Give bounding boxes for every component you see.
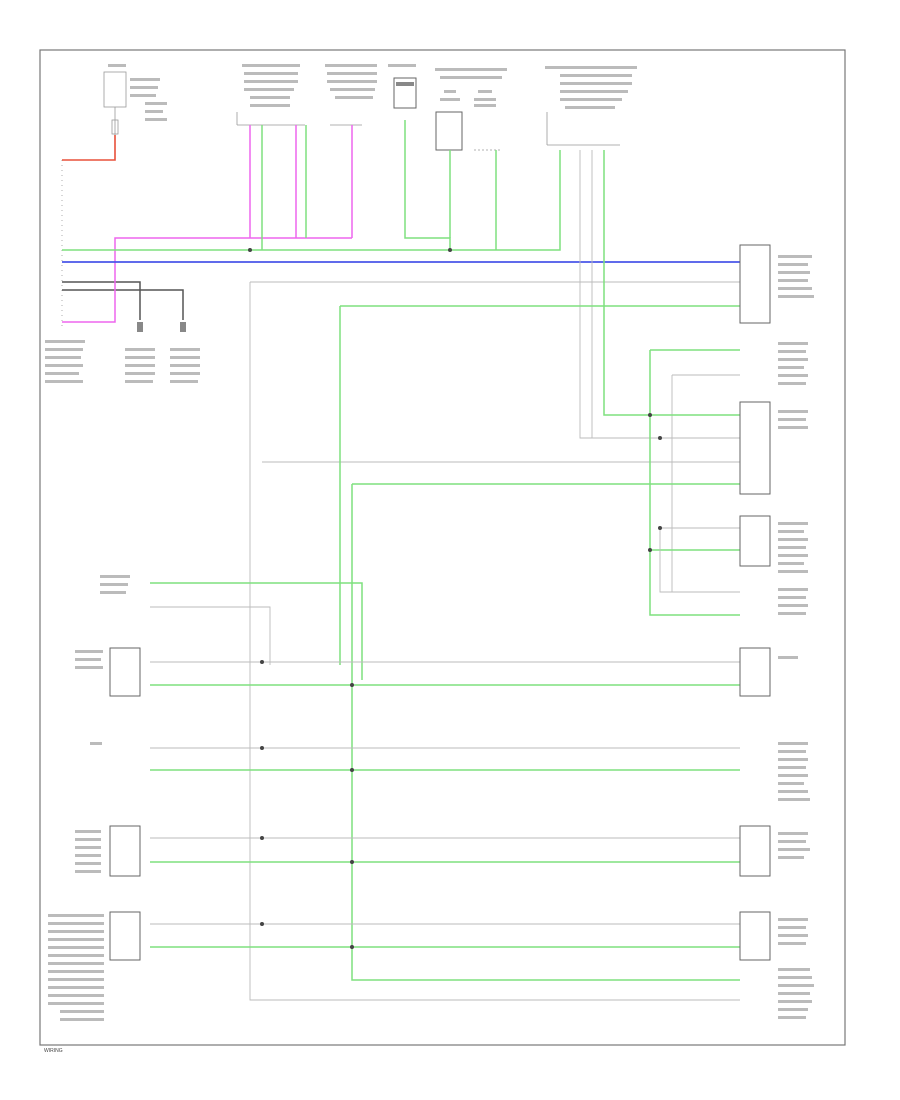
top-left-switch <box>103 71 127 135</box>
right-module-6 <box>778 742 810 801</box>
splice-dots <box>248 248 662 949</box>
module-group-1 <box>236 64 305 126</box>
left-module-4 <box>75 825 141 877</box>
top-right-module <box>545 66 637 146</box>
module-group-2 <box>325 64 377 126</box>
right-module-3 <box>739 401 808 495</box>
right-module-1 <box>739 244 814 324</box>
left-module-3 <box>90 742 102 745</box>
gray-wires <box>150 150 740 1001</box>
red-power-wire <box>62 135 116 161</box>
green-upper-bus <box>62 120 561 251</box>
right-module-7 <box>739 825 810 877</box>
module-group-3 <box>388 64 417 109</box>
top-left-switch-text <box>108 64 167 121</box>
sensor-pair <box>435 68 507 151</box>
left-module-1 <box>100 575 130 594</box>
right-module-5 <box>778 588 808 615</box>
left-module-2 <box>75 647 141 697</box>
gray-lower-wires <box>150 527 740 925</box>
right-module-9 <box>778 968 814 1019</box>
left-module-5 <box>48 911 141 1021</box>
footer-code: WIRING <box>44 1048 63 1054</box>
right-module-8 <box>739 911 808 961</box>
ground-connectors <box>62 281 200 383</box>
diagram-border <box>39 49 846 1046</box>
green-network-wires <box>150 150 740 981</box>
magenta-wires <box>62 125 353 323</box>
left-connector-bus <box>45 160 85 383</box>
right-module-4 <box>739 515 808 573</box>
right-module-radio <box>739 647 798 697</box>
right-module-2 <box>778 342 808 385</box>
